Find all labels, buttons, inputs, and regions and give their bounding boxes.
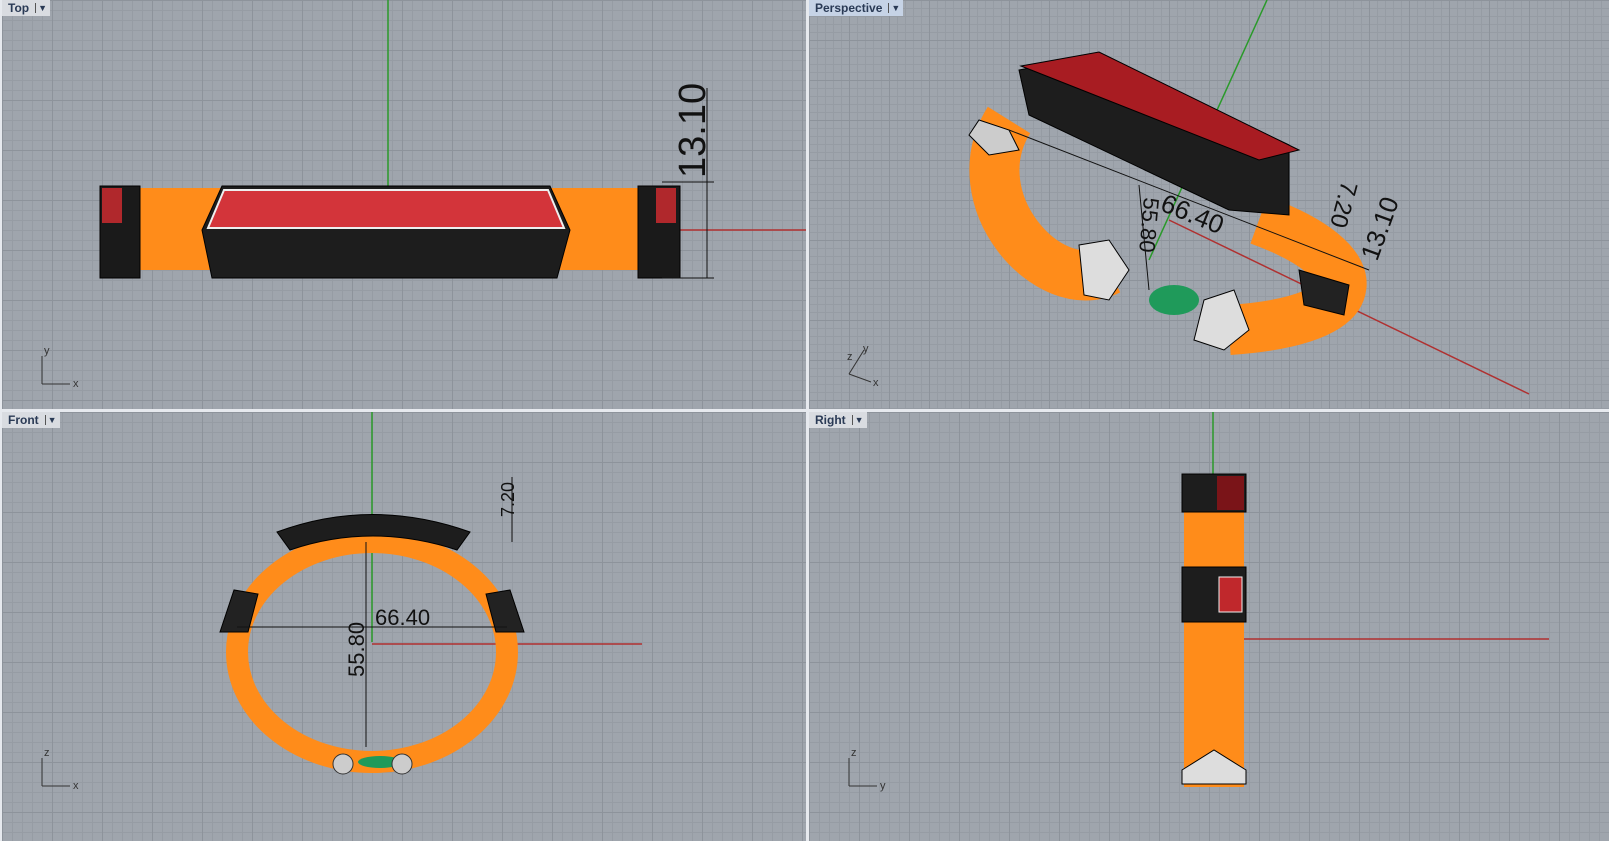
model-geometry xyxy=(1181,749,1247,785)
model-geometry xyxy=(485,589,525,633)
clasp-shape xyxy=(1149,285,1199,315)
viewport-top[interactable]: Top ▼ 13.10 y x xyxy=(2,0,806,409)
model-geometry xyxy=(102,188,122,223)
viewport-label-perspective[interactable]: Perspective ▼ xyxy=(809,0,904,16)
dimension-label: 13.10 xyxy=(672,83,714,178)
right-view-drawing: z y xyxy=(848,412,1549,792)
dropdown-arrow-icon[interactable]: ▼ xyxy=(888,3,900,13)
model-geometry xyxy=(1193,289,1250,351)
dropdown-arrow-icon[interactable]: ▼ xyxy=(35,3,47,13)
axis-or-dimension-label: 7.20 xyxy=(498,482,518,517)
model-geometry xyxy=(656,188,676,223)
viewport-label-top[interactable]: Top ▼ xyxy=(2,0,51,16)
clasp-shape xyxy=(358,756,402,768)
model-geometry xyxy=(848,349,865,375)
band-shape xyxy=(1184,507,1244,787)
axis-or-dimension-label: z xyxy=(44,747,50,759)
model-geometry xyxy=(1138,184,1150,291)
gem-shape xyxy=(1019,51,1301,161)
axis-or-dimension-label: x xyxy=(73,780,79,792)
perspective-view-drawing: 66.40 55.80 7.20 13.10 z y x xyxy=(847,0,1530,395)
axis-or-dimension-label: y xyxy=(863,343,869,355)
model-geometry xyxy=(1217,476,1244,510)
axis-or-dimension-label: x xyxy=(73,378,79,390)
axis-or-dimension-label: x xyxy=(873,377,879,389)
axis-or-dimension-label: z xyxy=(851,747,857,759)
model-geometry xyxy=(219,589,259,633)
viewport-right[interactable]: Right ▼ z y xyxy=(809,412,1609,841)
dropdown-arrow-icon[interactable]: ▼ xyxy=(851,415,864,425)
viewport-front[interactable]: Front ▼ 66.40 55.80 7.20 z x xyxy=(2,412,806,841)
top-view-drawing: 13.10 y x xyxy=(41,0,806,390)
axis-or-dimension-label: 66.40 xyxy=(375,605,430,630)
model-geometry xyxy=(968,119,1020,156)
model-geometry xyxy=(391,753,413,775)
model-geometry xyxy=(1008,129,1370,271)
model-geometry xyxy=(332,753,354,775)
model-geometry xyxy=(848,373,872,383)
viewport-title: Top xyxy=(8,1,30,15)
dropdown-arrow-icon[interactable]: ▼ xyxy=(44,415,57,425)
axis-or-dimension-label: 7.20 xyxy=(1324,178,1362,230)
axis-or-dimension-label: 55.80 xyxy=(1134,197,1164,254)
axis-or-dimension-label: z xyxy=(847,351,853,363)
axis-or-dimension-label: y xyxy=(880,780,886,792)
viewport-perspective[interactable]: Perspective ▼ 66.40 55.80 7.20 13.10 z y… xyxy=(809,0,1609,409)
model-geometry xyxy=(276,514,471,551)
gem-shape xyxy=(1218,576,1243,613)
viewport-label-right[interactable]: Right ▼ xyxy=(809,412,867,428)
gem-shape xyxy=(206,189,566,229)
front-view-drawing: 66.40 55.80 7.20 z x xyxy=(41,412,642,792)
viewport-title: Perspective xyxy=(815,1,883,15)
axis-or-dimension-label: y xyxy=(44,345,50,357)
axis-or-dimension-label: 55.80 xyxy=(344,622,369,677)
viewport-title: Front xyxy=(8,413,39,427)
axis-or-dimension-label: 13.10 xyxy=(1354,193,1404,264)
viewport-label-front[interactable]: Front ▼ xyxy=(2,412,60,428)
model-geometry xyxy=(1298,269,1350,316)
viewport-title: Right xyxy=(815,413,846,427)
model-geometry xyxy=(1078,239,1130,301)
